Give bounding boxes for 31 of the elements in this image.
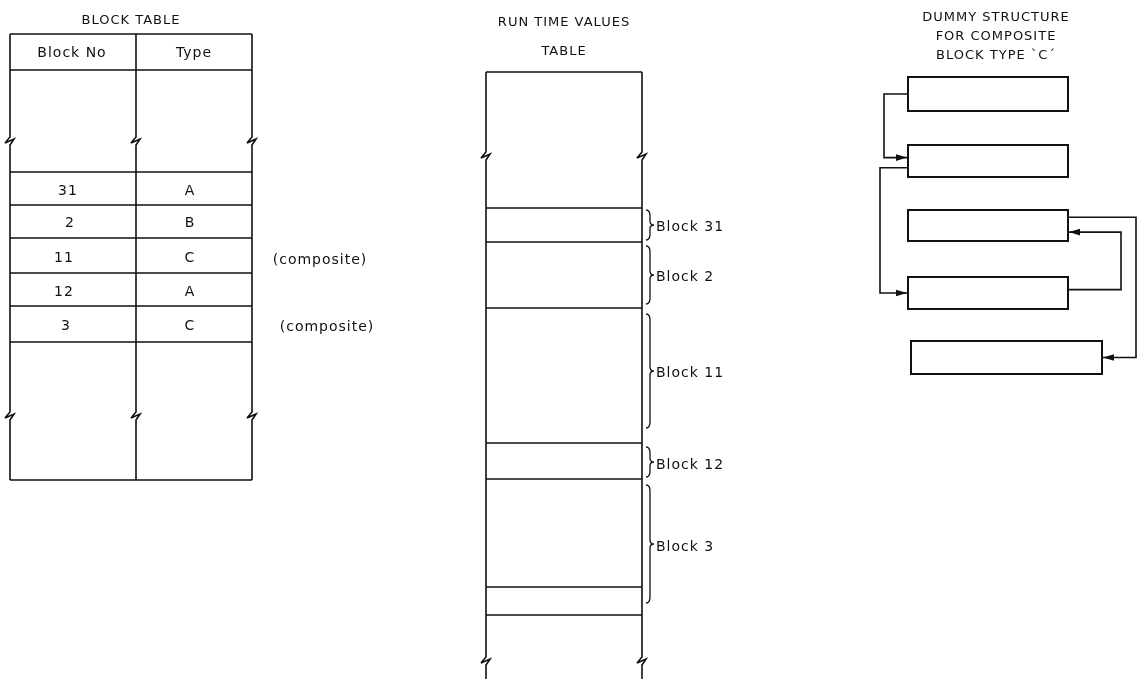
table-cell: C bbox=[184, 248, 196, 266]
table-cell: 2 bbox=[65, 213, 75, 231]
arrow bbox=[1068, 228, 1122, 291]
record-box bbox=[910, 340, 1103, 375]
arrow bbox=[879, 167, 908, 297]
block-label: Block 12 bbox=[656, 455, 725, 473]
block-label: Block 31 bbox=[656, 217, 725, 235]
record-box bbox=[907, 144, 1069, 178]
column-header: Type bbox=[175, 43, 213, 61]
table-cell: 3 bbox=[61, 316, 71, 334]
record-box bbox=[907, 276, 1069, 310]
record-box bbox=[907, 209, 1069, 242]
record-box bbox=[907, 76, 1069, 112]
arrow bbox=[1068, 216, 1137, 361]
block-label: Block 2 bbox=[656, 267, 715, 285]
arrow bbox=[883, 93, 908, 161]
table-cell: 12 bbox=[54, 282, 74, 300]
table-title: BLOCK TABLE bbox=[81, 12, 181, 28]
table-cell: C bbox=[184, 316, 196, 334]
table-cell: A bbox=[184, 181, 196, 199]
table-cell: 31 bbox=[58, 181, 78, 199]
annotation-text: (composite) bbox=[272, 250, 368, 268]
block-label: Block 11 bbox=[656, 363, 725, 381]
table-title: RUN TIME VALUES TABLE bbox=[496, 13, 632, 60]
structure-title: DUMMY STRUCTURE FOR COMPOSITE BLOCK TYPE `C´ bbox=[921, 7, 1071, 64]
column-header: Block No bbox=[37, 43, 107, 61]
annotation-text: (composite) bbox=[279, 317, 375, 335]
block-label: Block 3 bbox=[656, 537, 715, 555]
table-cell: B bbox=[184, 213, 196, 231]
table-cell: 11 bbox=[54, 248, 74, 266]
table-cell: A bbox=[184, 282, 196, 300]
